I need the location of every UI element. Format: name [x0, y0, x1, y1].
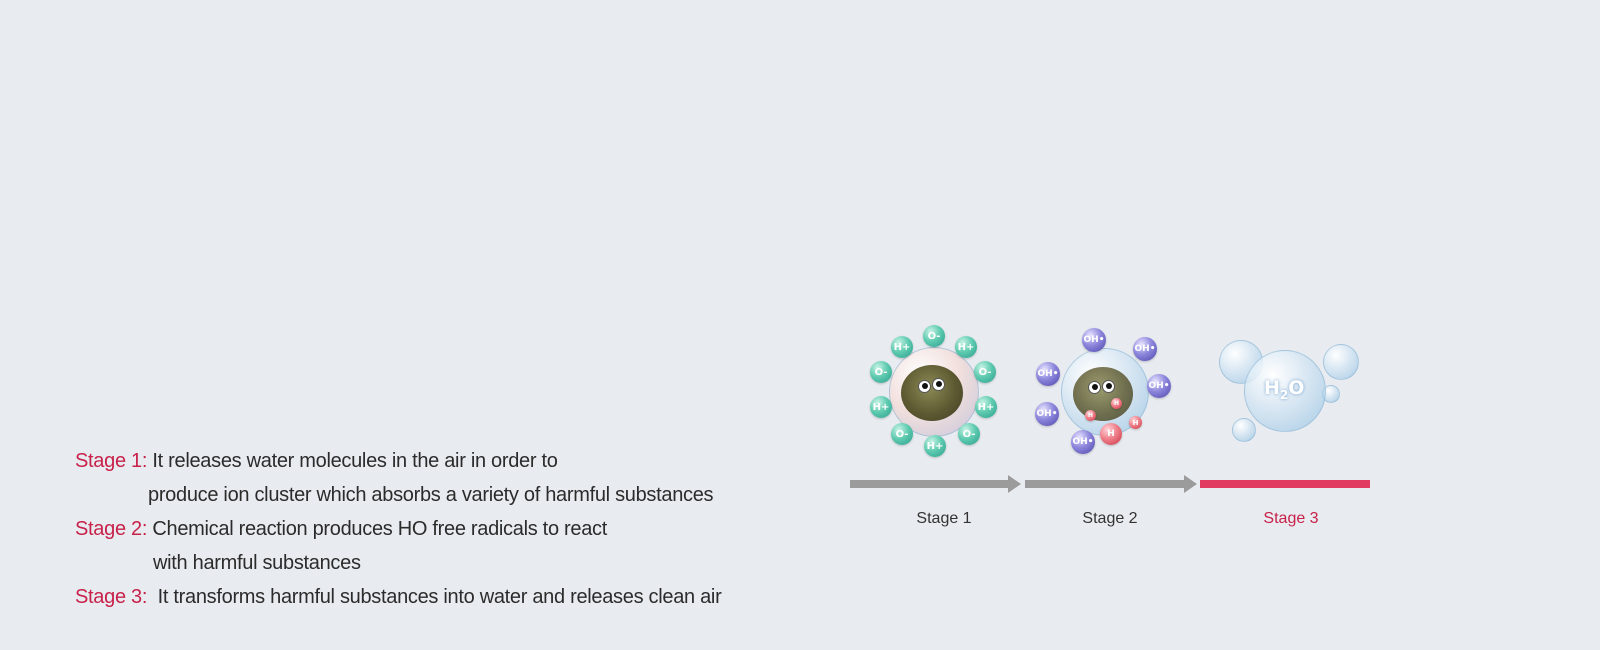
hydroxyl-radical-icon: OH• [1036, 362, 1060, 386]
hydrogen-atom-icon: H [1111, 398, 1122, 409]
stage-2-text: Chemical reaction produces HO free radic… [152, 518, 607, 540]
hydrogen-ion-icon: H+ [924, 435, 946, 457]
hydrogen-atom-icon: H [1129, 416, 1142, 429]
stage-1-description-line-2: produce ion cluster which absorbs a vari… [148, 484, 714, 506]
hydroxyl-radical-icon: OH• [1133, 337, 1157, 361]
oxygen-ion-icon: O- [923, 325, 945, 347]
dust-particle-icon [1073, 367, 1133, 421]
oxygen-ion-icon: O- [870, 361, 892, 383]
eye-icon [918, 380, 931, 393]
arrow-right-icon [1008, 475, 1021, 493]
hydroxyl-radical-icon: OH• [1147, 374, 1171, 398]
hydroxyl-radical-icon: OH• [1035, 402, 1059, 426]
stage-3-text: It transforms harmful substances into wa… [157, 586, 722, 608]
hydrogen-atom-icon: H [1100, 423, 1122, 445]
eye-icon [932, 378, 945, 391]
stage-1-caption: Stage 1 [916, 510, 972, 527]
stage-1-label: Stage 1: [75, 450, 148, 472]
hydroxyl-radical-dust-icon: OH• OH• OH• OH• OH• OH• H H H H [1035, 322, 1175, 462]
water-formula-label: H2O [1264, 377, 1305, 402]
hydroxyl-radical-icon: OH• [1082, 328, 1106, 352]
large-bubble-icon [1244, 350, 1326, 432]
arrow-right-icon [1184, 475, 1197, 493]
dust-particle-icon [901, 365, 963, 421]
hydroxyl-radical-icon: OH• [1071, 430, 1095, 454]
progress-segment-2 [1025, 480, 1186, 488]
stage-2-description-line-1: Stage 2: Chemical reaction produces HO f… [75, 512, 607, 546]
stage-1-text: It releases water molecules in the air i… [152, 450, 558, 472]
stage-2-label: Stage 2: [75, 518, 148, 540]
stage-1-description-line-1: Stage 1: It releases water molecules in … [75, 444, 558, 478]
stage-3-description-line-1: Stage 3: It transforms harmful substance… [75, 580, 722, 614]
eye-icon [1102, 380, 1115, 393]
small-bubble-icon [1232, 418, 1256, 442]
stage-3-label: Stage 3: [75, 586, 148, 608]
oxygen-ion-icon: O- [891, 423, 913, 445]
hydrogen-ion-icon: H+ [870, 396, 892, 418]
stage-2-description-line-2: with harmful substances [153, 552, 361, 574]
progress-segment-3-active [1200, 480, 1370, 488]
small-bubble-icon [1323, 344, 1359, 380]
oxygen-ion-icon: O- [974, 361, 996, 383]
hydrogen-ion-icon: H+ [975, 396, 997, 418]
hydrogen-ion-icon: H+ [955, 336, 977, 358]
oxygen-ion-icon: O- [958, 423, 980, 445]
eye-icon [1088, 381, 1101, 394]
water-bubble-icon: H2O [1210, 330, 1360, 450]
ion-cluster-dust-icon: O- H+ O- H+ O- H+ O- H+ O- H+ [865, 322, 1005, 462]
stage-2-caption: Stage 2 [1082, 510, 1138, 527]
hydrogen-ion-icon: H+ [891, 336, 913, 358]
stage-3-caption: Stage 3 [1263, 510, 1319, 527]
progress-segment-1 [850, 480, 1010, 488]
hydrogen-atom-icon: H [1085, 410, 1096, 421]
